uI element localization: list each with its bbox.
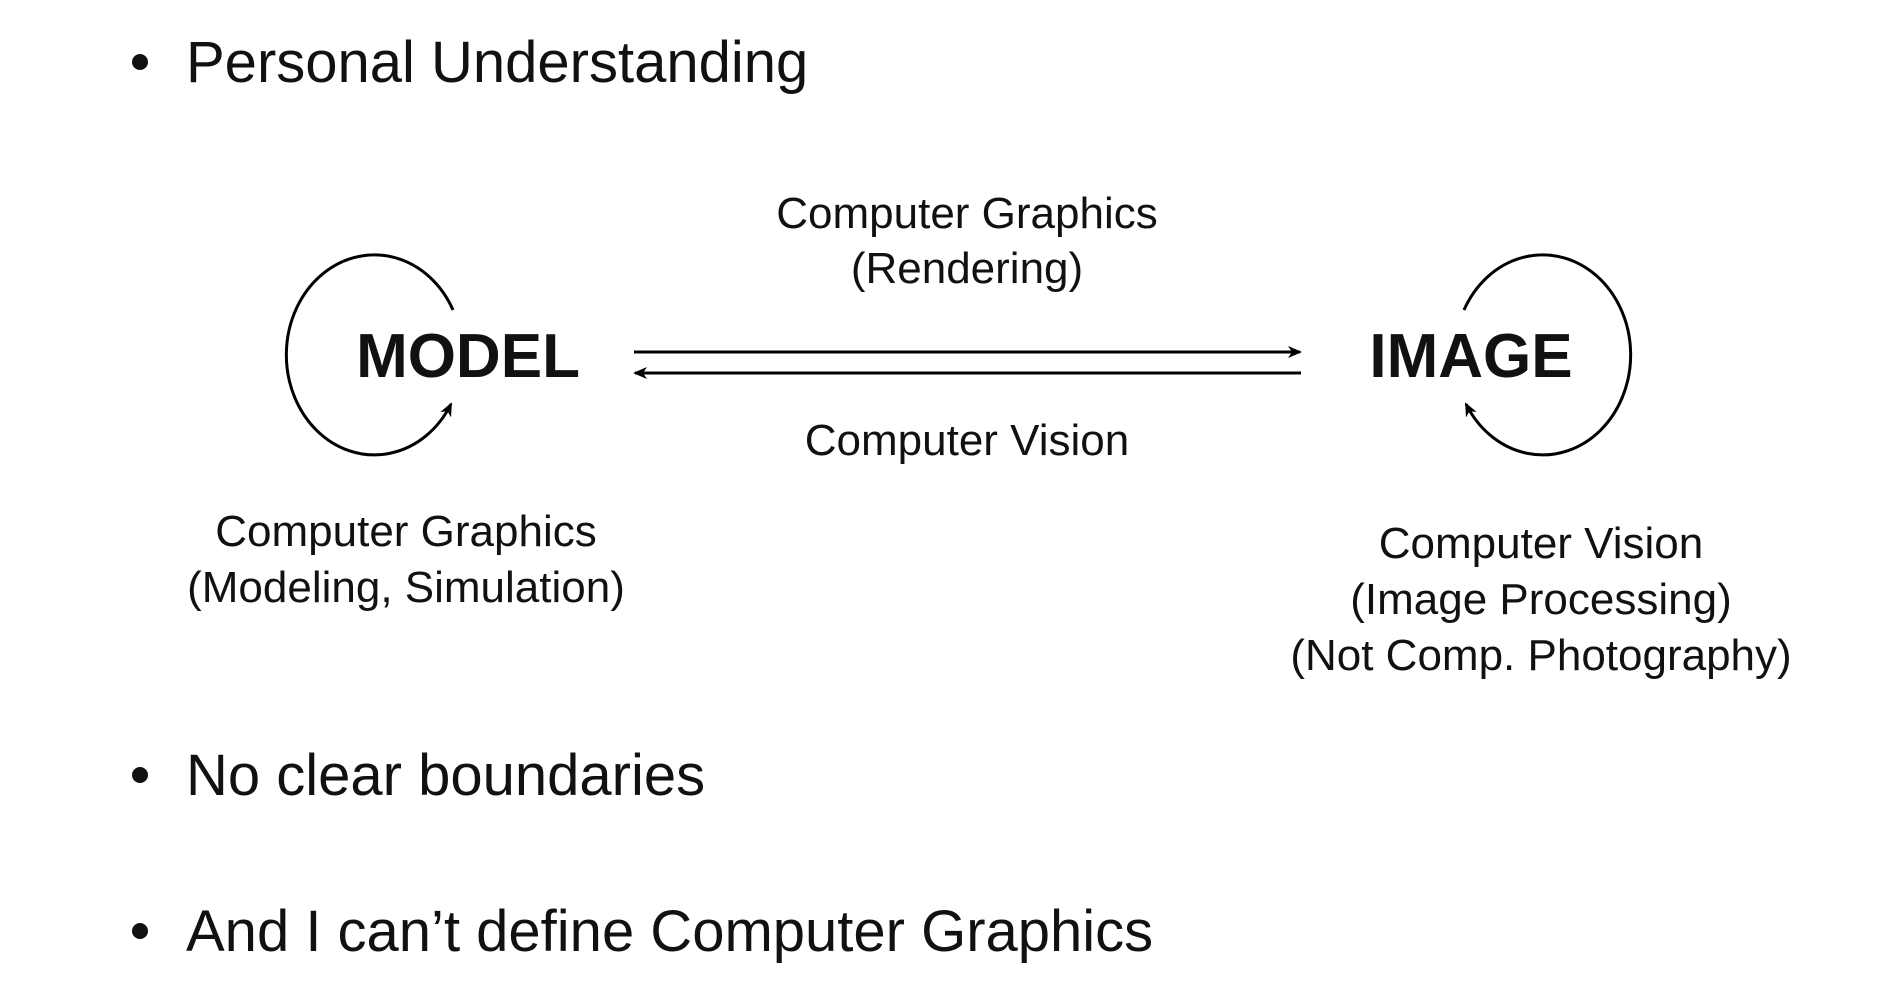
bullet-dot <box>132 767 148 783</box>
bullet-personal-understanding: Personal Understanding <box>186 30 808 95</box>
model-loop-label-2: (Modeling, Simulation) <box>187 563 625 612</box>
backward-label: Computer Vision <box>805 416 1129 465</box>
bullet-no-clear-boundaries: No clear boundaries <box>186 743 705 808</box>
model-loop-arrow <box>284 253 455 457</box>
forward-label-1: Computer Graphics <box>776 189 1157 238</box>
bullet-cant-define: And I can’t define Computer Graphics <box>186 899 1153 964</box>
bullet-dot <box>132 923 148 939</box>
model-label: MODEL <box>356 322 580 391</box>
bullet-dot <box>132 54 148 70</box>
model-loop-label-1: Computer Graphics <box>215 507 596 556</box>
image-label: IMAGE <box>1369 322 1572 391</box>
image-loop-label-3: (Not Comp. Photography) <box>1290 631 1791 680</box>
image-loop-label-2: (Image Processing) <box>1350 575 1731 624</box>
image-loop-arrow <box>1462 253 1633 457</box>
forward-label-2: (Rendering) <box>851 244 1083 293</box>
image-loop-label-1: Computer Vision <box>1379 519 1703 568</box>
